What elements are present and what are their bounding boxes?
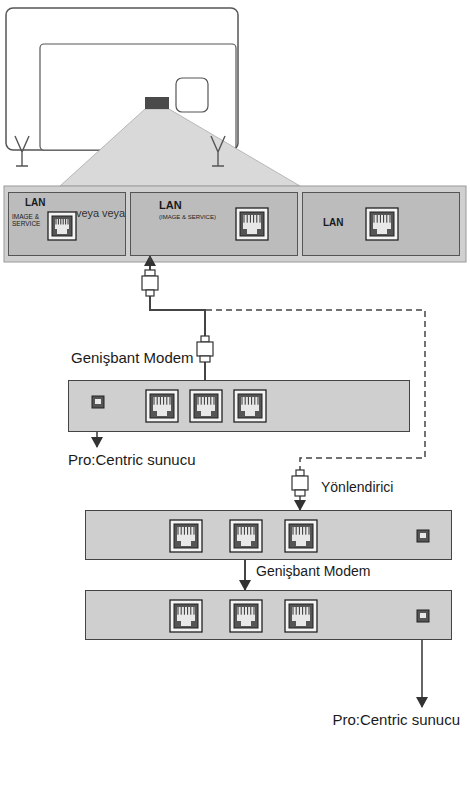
rj45-jack bbox=[169, 519, 203, 557]
rj45-jack bbox=[169, 599, 203, 637]
modem-box: Genişbant Modem bbox=[68, 380, 410, 432]
lan-port-panel: LAN IMAGE & SERVICE bbox=[8, 192, 126, 256]
rj45-jack bbox=[189, 389, 223, 427]
device-heading: Genişbant Modem bbox=[71, 350, 194, 367]
port-label: LAN bbox=[323, 217, 344, 228]
lan-port-panel: LAN bbox=[302, 192, 460, 256]
rj45-jack bbox=[229, 599, 263, 637]
port-label: LAN bbox=[25, 197, 46, 208]
lan-cable bbox=[244, 560, 246, 590]
rj45-jack bbox=[233, 389, 267, 427]
modem-box: Genişbant Modem bbox=[85, 590, 452, 640]
rj45-jack bbox=[47, 211, 77, 245]
port-label: IMAGE & SERVICE bbox=[12, 213, 46, 227]
lan-port-panel: LAN (IMAGE & SERVICE) bbox=[130, 192, 298, 256]
server-label: Pro:Centric sunucu bbox=[68, 452, 196, 469]
small-port bbox=[91, 395, 105, 413]
rj45-jack bbox=[235, 207, 269, 245]
small-port bbox=[416, 529, 430, 547]
rj45-jack bbox=[284, 519, 318, 557]
router-box: Yönlendirici bbox=[85, 510, 452, 560]
small-port bbox=[416, 609, 430, 627]
rj45-jack bbox=[145, 389, 179, 427]
port-label: LAN bbox=[159, 199, 182, 211]
or-label: veya bbox=[76, 207, 99, 219]
device-heading: Yönlendirici bbox=[321, 480, 393, 495]
device-heading: Genişbant Modem bbox=[256, 564, 370, 579]
rj45-jack bbox=[229, 519, 263, 557]
server-label: Pro:Centric sunucu bbox=[332, 712, 460, 729]
or-label: veya bbox=[102, 207, 125, 219]
rj45-jack bbox=[284, 599, 318, 637]
port-label: (IMAGE & SERVICE) bbox=[159, 214, 216, 221]
rj45-jack bbox=[365, 207, 399, 245]
